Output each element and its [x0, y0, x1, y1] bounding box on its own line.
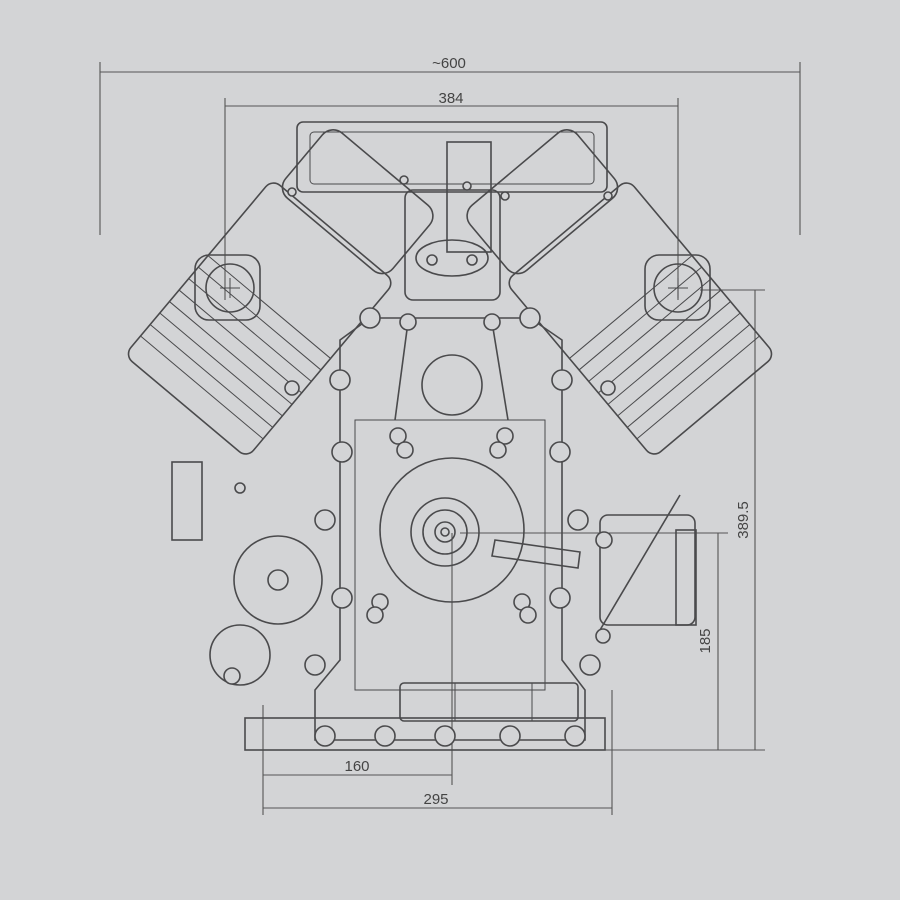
crankcase — [244, 317, 606, 751]
right-intake-port — [644, 254, 711, 321]
dimension-lines — [99, 62, 801, 815]
regulator — [599, 494, 697, 631]
dim-overall-width: ~600 — [432, 55, 466, 72]
starter-motor — [171, 461, 323, 686]
dim-overall-height: 389.5 — [735, 501, 752, 539]
dim-base-width: 295 — [423, 791, 448, 808]
right-cylinder — [466, 129, 773, 455]
left-cylinder — [127, 129, 434, 455]
dim-shaft-offset: 160 — [344, 758, 369, 775]
left-intake-port — [194, 254, 261, 321]
dim-shaft-height: 185 — [697, 628, 714, 653]
intake-manifold — [296, 121, 608, 301]
dim-cylinder-spacing: 384 — [438, 90, 463, 107]
bolts — [234, 175, 616, 747]
